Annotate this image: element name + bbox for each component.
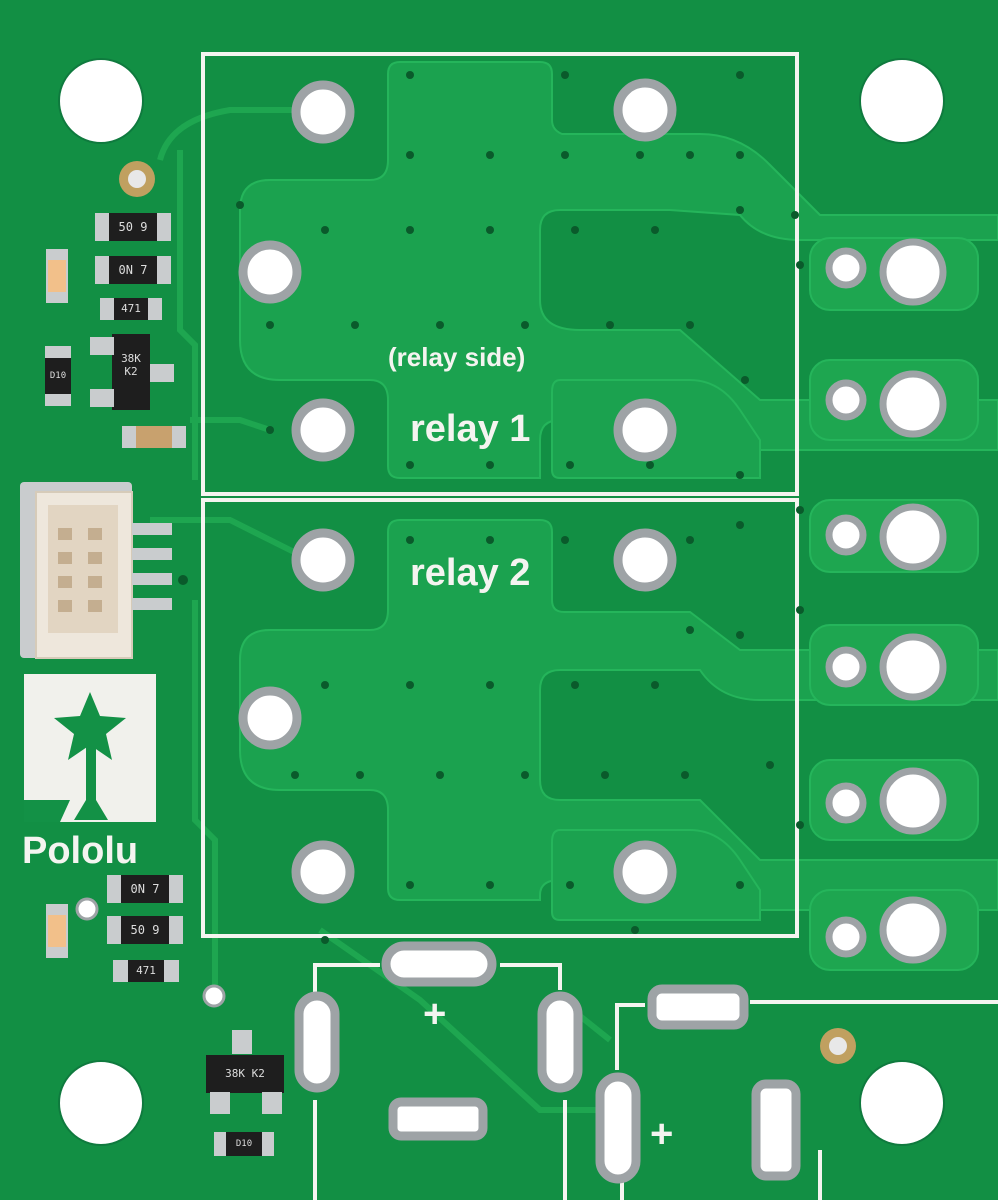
relay-pins [238, 78, 677, 904]
plus-label-2: + [650, 1112, 674, 1156]
transistor-top-pad-3 [150, 364, 174, 382]
transistor-bottom-pad-1 [232, 1030, 252, 1054]
transistor-top-pad-2 [90, 389, 114, 407]
mounting-holes [58, 58, 945, 1146]
transistor-bottom-pad-3 [262, 1092, 282, 1114]
plus-label-1: + [423, 992, 447, 1036]
small-diode-bottom: D10 [214, 1132, 274, 1156]
diode-bottom-2: 50 9 [107, 916, 183, 944]
slot-pads [294, 941, 801, 1184]
relay-1-label: relay 1 [410, 408, 531, 450]
diode-top-2: 0N 7 [95, 256, 171, 284]
small-diode-top: D10 [45, 346, 71, 406]
relay-2-label: relay 2 [410, 552, 531, 594]
relay-outlines [201, 52, 799, 938]
transistor-top: 38K K2 [112, 334, 150, 410]
terminal-outlines [313, 963, 998, 1200]
brand-logo [24, 674, 156, 822]
terminal-holes [809, 237, 979, 971]
transistor-bottom: 38K K2 [206, 1055, 284, 1093]
resistor-bottom: 471 [113, 960, 179, 982]
diode-top-1: 50 9 [95, 213, 171, 241]
resistor-top: 471 [100, 298, 162, 320]
vias [129, 71, 804, 944]
brand-label: Pololu [22, 830, 139, 872]
transistor-bottom-pad-2 [210, 1092, 230, 1114]
connector [20, 482, 172, 659]
diode-bottom-1: 0N 7 [107, 875, 183, 903]
leds [46, 249, 68, 958]
relay-side-label: (relay side) [388, 342, 526, 372]
test-pads [75, 161, 856, 1064]
transistor-top-pad-1 [90, 337, 114, 355]
